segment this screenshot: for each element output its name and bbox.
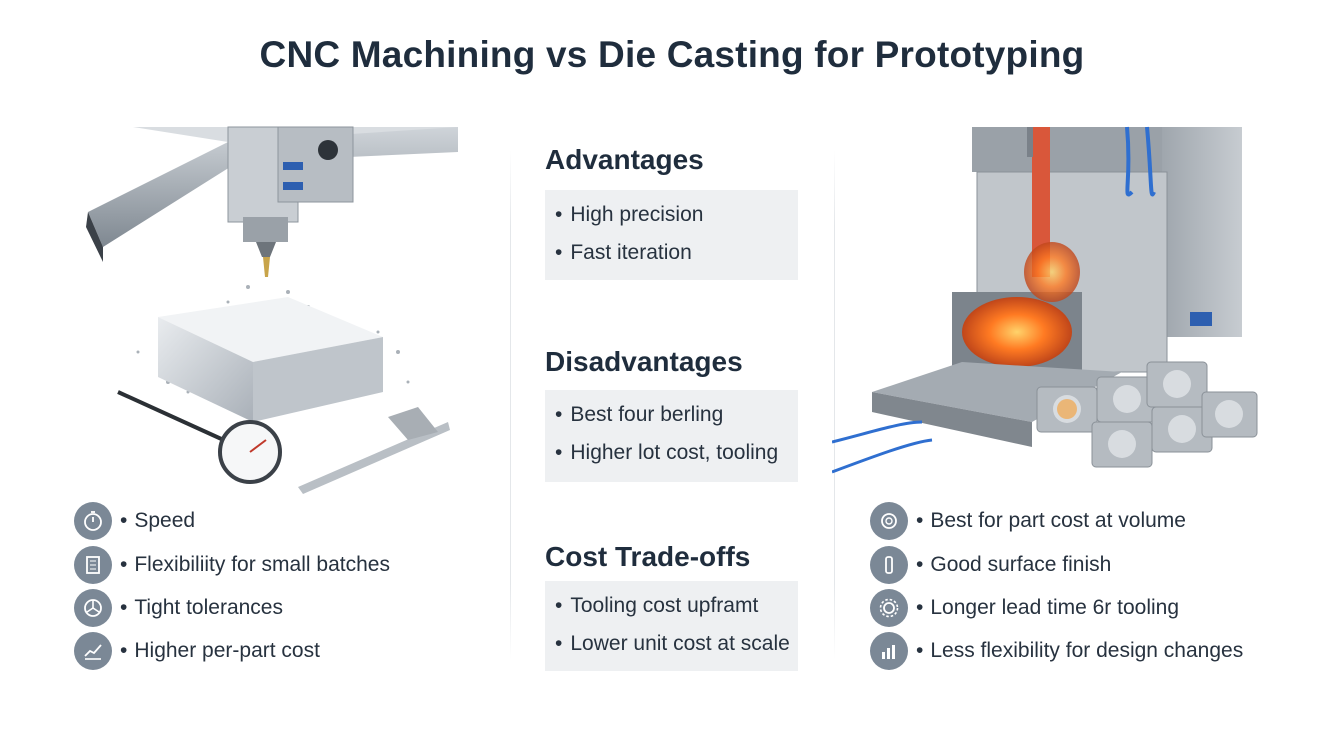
advantages-section: Advantages High precision Fast iteration: [545, 144, 800, 280]
casting-feature-surface: Good surface finish: [870, 546, 1111, 584]
casting-feature-label: Good surface finish: [916, 553, 1111, 577]
cost-tradeoffs-box: Tooling cost upframt Lower unit cost at …: [545, 581, 798, 671]
casting-feature-part-cost: Best for part cost at volume: [870, 502, 1186, 540]
divider-right: [834, 150, 835, 660]
bar-chart-icon: [870, 632, 908, 670]
casting-feature-label: Less flexibility for design changes: [916, 639, 1243, 663]
rising-chart-icon: [74, 632, 112, 670]
cost-item: Lower unit cost at scale: [555, 629, 789, 667]
cnc-machine-illustration: [86, 126, 458, 494]
cnc-feature-tolerances: Tight tolerances: [74, 589, 283, 627]
casting-feature-label: Longer lead time 6r tooling: [916, 596, 1179, 620]
disadvantage-item: Best four berling: [555, 400, 788, 438]
cnc-feature-speed: Speed: [74, 502, 195, 540]
casting-feature-label: Best for part cost at volume: [916, 509, 1186, 533]
surface-bar-icon: [870, 546, 908, 584]
disadvantages-box: Best four berling Higher lot cost, tooli…: [545, 390, 798, 482]
cost-tradeoffs-section: Cost Trade-offs Tooling cost upframt Low…: [545, 541, 800, 671]
cnc-feature-label: Flexibiliity for small batches: [120, 553, 390, 577]
disadvantages-section: Disadvantages Best four berling Higher l…: [545, 346, 800, 482]
gauge-dial-icon: [74, 589, 112, 627]
die-casting-machine-illustration: [832, 126, 1258, 474]
coin-icon: [870, 502, 908, 540]
advantages-heading: Advantages: [545, 144, 704, 175]
cost-item: Tooling cost upframt: [555, 591, 788, 629]
stopwatch-icon: [74, 502, 112, 540]
page-title: CNC Machining vs Die Casting for Prototy…: [259, 34, 1085, 75]
disadvantage-item: Higher lot cost, tooling: [555, 438, 788, 476]
casting-feature-flexibility: Less flexibility for design changes: [870, 632, 1243, 670]
advantage-item: High precision: [555, 200, 788, 238]
cnc-feature-label: Higher per-part cost: [120, 639, 320, 663]
advantages-box: High precision Fast iteration: [545, 190, 798, 280]
cost-tradeoffs-heading: Cost Trade-offs: [545, 541, 751, 572]
gear-icon: [870, 589, 908, 627]
cnc-feature-label: Tight tolerances: [120, 596, 283, 620]
cnc-feature-cost: Higher per-part cost: [74, 632, 320, 670]
disadvantages-heading: Disadvantages: [545, 346, 743, 377]
divider-left: [510, 150, 511, 660]
casting-feature-lead-time: Longer lead time 6r tooling: [870, 589, 1179, 627]
building-grid-icon: [74, 546, 112, 584]
cnc-feature-flexibility: Flexibiliity for small batches: [74, 546, 390, 584]
cnc-feature-label: Speed: [120, 509, 195, 533]
advantage-item: Fast iteration: [555, 238, 788, 276]
